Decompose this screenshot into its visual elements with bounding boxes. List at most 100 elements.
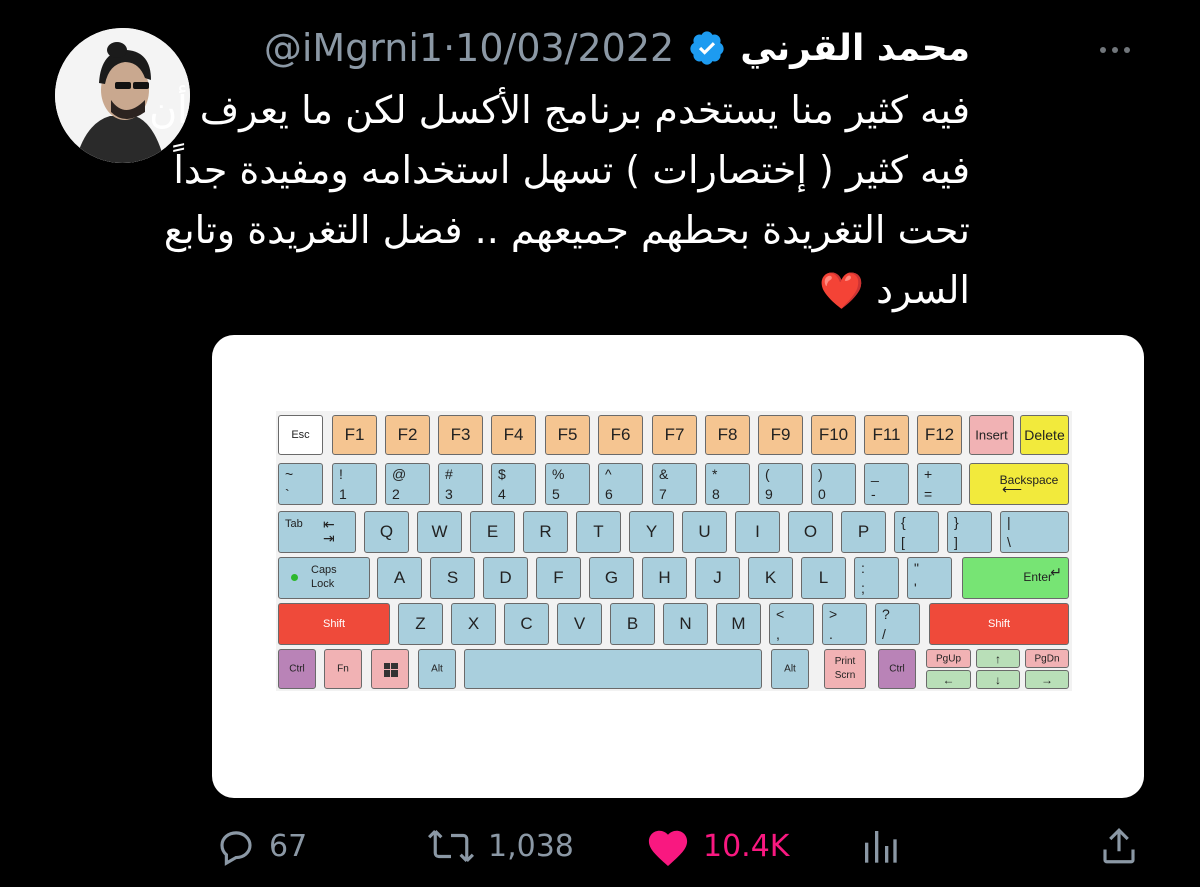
key-arrow-up: ↑ [976, 649, 1020, 668]
tweet-header: محمد القرني @iMgrni1·10/03/2022 [264, 22, 970, 74]
key-arrow-left: ← [926, 670, 971, 689]
key-8: *8 [705, 463, 750, 505]
key-d: D [483, 557, 528, 599]
verified-badge-icon [690, 31, 724, 65]
reply-button[interactable]: 67 [215, 825, 307, 867]
key-period: >. [822, 603, 867, 645]
key-b: B [610, 603, 655, 645]
key-s: S [430, 557, 475, 599]
key-quote: "' [907, 557, 952, 599]
key-insert: Insert [969, 415, 1014, 455]
key-f10: F10 [811, 415, 856, 455]
author-handle[interactable]: @iMgrni1·10/03/2022 [263, 26, 675, 70]
key-f9: F9 [758, 415, 803, 455]
key-alt-left: Alt [418, 649, 456, 689]
author-name[interactable]: محمد القرني [740, 27, 970, 69]
key-f11: F11 [864, 415, 909, 455]
key-pgup: PgUp [926, 649, 971, 668]
key-tilde: ~` [278, 463, 323, 505]
key-f8: F8 [705, 415, 750, 455]
tweet-text-line: السرد ❤️ [819, 268, 970, 312]
retweet-count: 1,038 [488, 828, 574, 864]
key-alt-right: Alt [771, 649, 809, 689]
tweet-text: فيه كثير منا يستخدم برنامج الأكسل لكن ما… [70, 80, 970, 322]
key-4: $4 [491, 463, 536, 505]
tweet-media-image[interactable]: Esc F1 F2 F3 F4 F5 F6 F7 F8 F9 F10 F11 F… [212, 335, 1144, 798]
key-6: ^6 [598, 463, 643, 505]
key-r: R [523, 511, 568, 553]
key-f5: F5 [545, 415, 590, 455]
tweet-actions-bar: 67 1,038 10.4K [0, 815, 1200, 885]
key-a: A [377, 557, 422, 599]
key-f6: F6 [598, 415, 643, 455]
key-delete: Delete [1020, 415, 1069, 455]
key-y: Y [629, 511, 674, 553]
more-options-button[interactable] [1100, 38, 1150, 62]
share-button[interactable] [1098, 825, 1140, 867]
like-button[interactable]: 10.4K [645, 825, 789, 867]
key-left-bracket: {[ [894, 511, 939, 553]
key-v: V [557, 603, 602, 645]
dot-icon [1100, 47, 1106, 53]
retweet-icon [428, 830, 474, 862]
key-comma: <, [769, 603, 814, 645]
key-pgdn: PgDn [1025, 649, 1069, 668]
avatar-image [55, 28, 190, 163]
key-z: Z [398, 603, 443, 645]
tweet-date[interactable]: 10/03/2022 [455, 26, 675, 70]
dot-icon [1112, 47, 1118, 53]
reply-count: 67 [269, 828, 308, 864]
key-f12: F12 [917, 415, 962, 455]
key-f2: F2 [385, 415, 430, 455]
key-ctrl-right: Ctrl [878, 649, 916, 689]
key-n: N [663, 603, 708, 645]
key-w: W [417, 511, 462, 553]
key-shift-right: Shift [929, 603, 1069, 645]
analytics-icon [865, 831, 897, 863]
key-minus: _- [864, 463, 909, 505]
avatar[interactable] [55, 28, 190, 163]
key-i: I [735, 511, 780, 553]
key-1: !1 [332, 463, 377, 505]
key-0: )0 [811, 463, 856, 505]
key-enter: Enter↵ [962, 557, 1069, 599]
key-f3: F3 [438, 415, 483, 455]
key-space [464, 649, 762, 689]
key-o: O [788, 511, 833, 553]
views-button[interactable] [860, 825, 900, 867]
key-f7: F7 [652, 415, 697, 455]
caps-indicator-icon [291, 574, 298, 581]
key-x: X [451, 603, 496, 645]
key-shift-left: Shift [278, 603, 390, 645]
key-ctrl-left: Ctrl [278, 649, 316, 689]
keyboard-diagram: Esc F1 F2 F3 F4 F5 F6 F7 F8 F9 F10 F11 F… [276, 411, 1072, 691]
key-slash: ?/ [875, 603, 920, 645]
key-arrow-down: ↓ [976, 670, 1020, 689]
tweet-text-line: فيه كثير ( إختصارات ) تسهل استخدامه ومفي… [173, 148, 970, 192]
share-icon [1103, 828, 1135, 864]
key-f1: F1 [332, 415, 377, 455]
tweet-text-line: تحت التغريدة بحطهم جميعهم .. فضل التغريد… [163, 208, 970, 252]
key-backspace: Backspace⟵ [969, 463, 1069, 505]
key-right-bracket: }] [947, 511, 992, 553]
key-f4: F4 [491, 415, 536, 455]
windows-logo-icon [384, 663, 398, 677]
key-u: U [682, 511, 727, 553]
key-tab: Tab⇤⇥ [278, 511, 356, 553]
key-c: C [504, 603, 549, 645]
key-e: E [470, 511, 515, 553]
key-7: &7 [652, 463, 697, 505]
key-k: K [748, 557, 793, 599]
tweet-text-line: فيه كثير منا يستخدم برنامج الأكسل لكن ما… [149, 88, 970, 132]
retweet-button[interactable]: 1,038 [426, 825, 574, 867]
key-windows [371, 649, 409, 689]
key-g: G [589, 557, 634, 599]
key-5: %5 [545, 463, 590, 505]
key-m: M [716, 603, 761, 645]
key-equals: += [917, 463, 962, 505]
key-h: H [642, 557, 687, 599]
key-f: F [536, 557, 581, 599]
key-l: L [801, 557, 846, 599]
key-esc: Esc [278, 415, 323, 455]
